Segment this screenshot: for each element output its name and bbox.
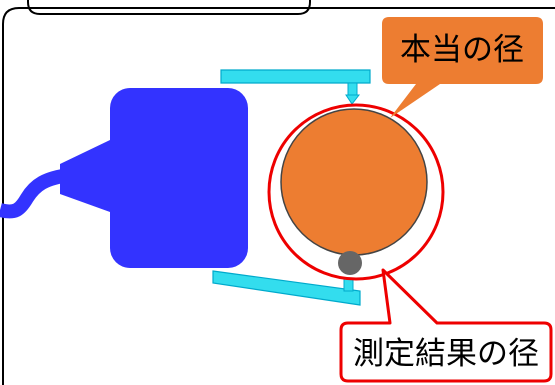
measured-diameter-callout: 測定結果の径 <box>339 268 553 383</box>
true-diameter-callout: 本当の径 <box>382 17 543 118</box>
measured-diameter-label: 測定結果の径 <box>353 336 539 372</box>
outer-frame <box>2 7 555 385</box>
lower-anvil-stem <box>343 278 354 292</box>
true-diameter-callout-shape <box>382 17 543 118</box>
upper-anvil-stem <box>347 82 358 96</box>
measured-diameter-callout-shape <box>339 268 553 383</box>
workpiece-circle <box>280 108 428 256</box>
upper-anvil <box>220 69 371 84</box>
contact-ball <box>338 251 362 275</box>
top-left-note-box <box>27 0 311 15</box>
gauge-connector <box>60 140 110 212</box>
gauge-body <box>110 88 248 268</box>
lower-anvil <box>212 270 361 306</box>
true-diameter-label: 本当の径 <box>400 32 524 68</box>
gauge-cable <box>0 168 71 219</box>
upper-anvil-tip <box>345 94 361 105</box>
